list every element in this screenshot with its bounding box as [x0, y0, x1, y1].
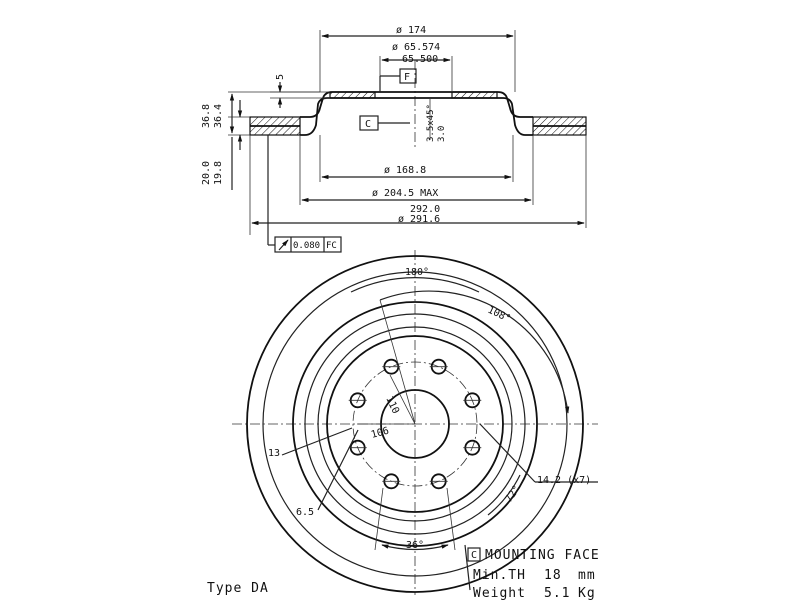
hole-13-leader: [281, 427, 353, 456]
pcd-106: 106: [370, 426, 390, 441]
hub-plate-left: [329, 91, 376, 99]
min-th-value: 18: [544, 568, 562, 583]
hat-profile-bottom: [300, 97, 533, 136]
section-view: ø 174 ø 65.574 65.500 F 5 36.8 36.4 20.0…: [201, 25, 587, 253]
outer-disc-circle: [246, 255, 584, 593]
pcd-circle: [352, 361, 478, 487]
hole-13: 13: [268, 448, 280, 459]
dim-204: ø 204.5 MAX: [372, 188, 438, 199]
min-th-unit: mm: [578, 568, 596, 583]
dim-292: 292.0: [410, 204, 440, 215]
runout-frame: [274, 236, 342, 253]
bolt-holes: [348, 358, 482, 490]
weight-value: 5.1: [544, 586, 570, 600]
angle-108: 108°: [486, 305, 512, 325]
dim-291: ø 291.6: [398, 214, 440, 225]
front-view: 180° 108° 110 106 13 6.5 14.2 (x7) 72° 3…: [232, 250, 598, 595]
runout-value: 0.080: [293, 241, 320, 251]
mounting-flag: C: [471, 550, 477, 561]
disc-ring-4: [304, 313, 526, 535]
min-th-label: Min.TH: [473, 568, 526, 583]
mounting-face: MOUNTING FACE: [485, 548, 600, 563]
runout-ref: FC: [326, 241, 337, 251]
ray-36-a: [374, 487, 384, 551]
hub-plate-right: [451, 91, 498, 99]
weight-unit: Kg: [578, 586, 596, 600]
pcd-110-leader: [389, 374, 416, 425]
disc-ring-2: [262, 271, 568, 577]
angle-180: 180°: [405, 267, 429, 278]
arc-36: [381, 544, 449, 551]
dim-65-500: 65.500: [402, 54, 438, 65]
weight-label: Weight: [473, 586, 526, 600]
arc-180: [350, 277, 480, 293]
dim-36-4: 36.4: [213, 104, 224, 128]
ray-108-a: [379, 299, 416, 425]
arc-72: [487, 474, 521, 516]
hole-6-5: 6.5: [296, 507, 314, 518]
dim-168: ø 168.8: [384, 165, 426, 176]
ray-36-b: [446, 487, 456, 551]
hole-6-5-leader: [317, 429, 359, 511]
chamfer-lower: 3.0: [437, 126, 447, 142]
dim-36-8: 36.8: [201, 104, 212, 128]
holes-14-leader: [479, 423, 536, 483]
hat-profile-top: [300, 91, 533, 118]
dim-19-8: 19.8: [213, 161, 224, 185]
angle-36: 36°: [406, 540, 424, 551]
hat-outer-circle: [326, 335, 504, 513]
disc-ring-5: [317, 326, 513, 522]
runout-arrow-icon: [278, 239, 289, 251]
dim-5: 5: [275, 74, 286, 80]
datum-f-label: F: [404, 72, 410, 83]
datum-c-label: C: [365, 119, 371, 130]
arc-108: [379, 290, 570, 414]
chamfer-upper: 3.5x45°: [426, 104, 436, 142]
type-label: Type DA: [207, 581, 269, 596]
mounting-flag-box: [467, 547, 481, 562]
dim-20-0: 20.0: [201, 161, 212, 185]
notes-bracket: [464, 544, 471, 591]
holes-14: 14.2 (x7): [537, 475, 591, 486]
notes-block: C MOUNTING FACE Min.TH 18 mm Weight 5.1 …: [207, 544, 600, 600]
dim-65-574: ø 65.574: [392, 42, 440, 53]
dim-174: ø 174: [396, 25, 426, 36]
